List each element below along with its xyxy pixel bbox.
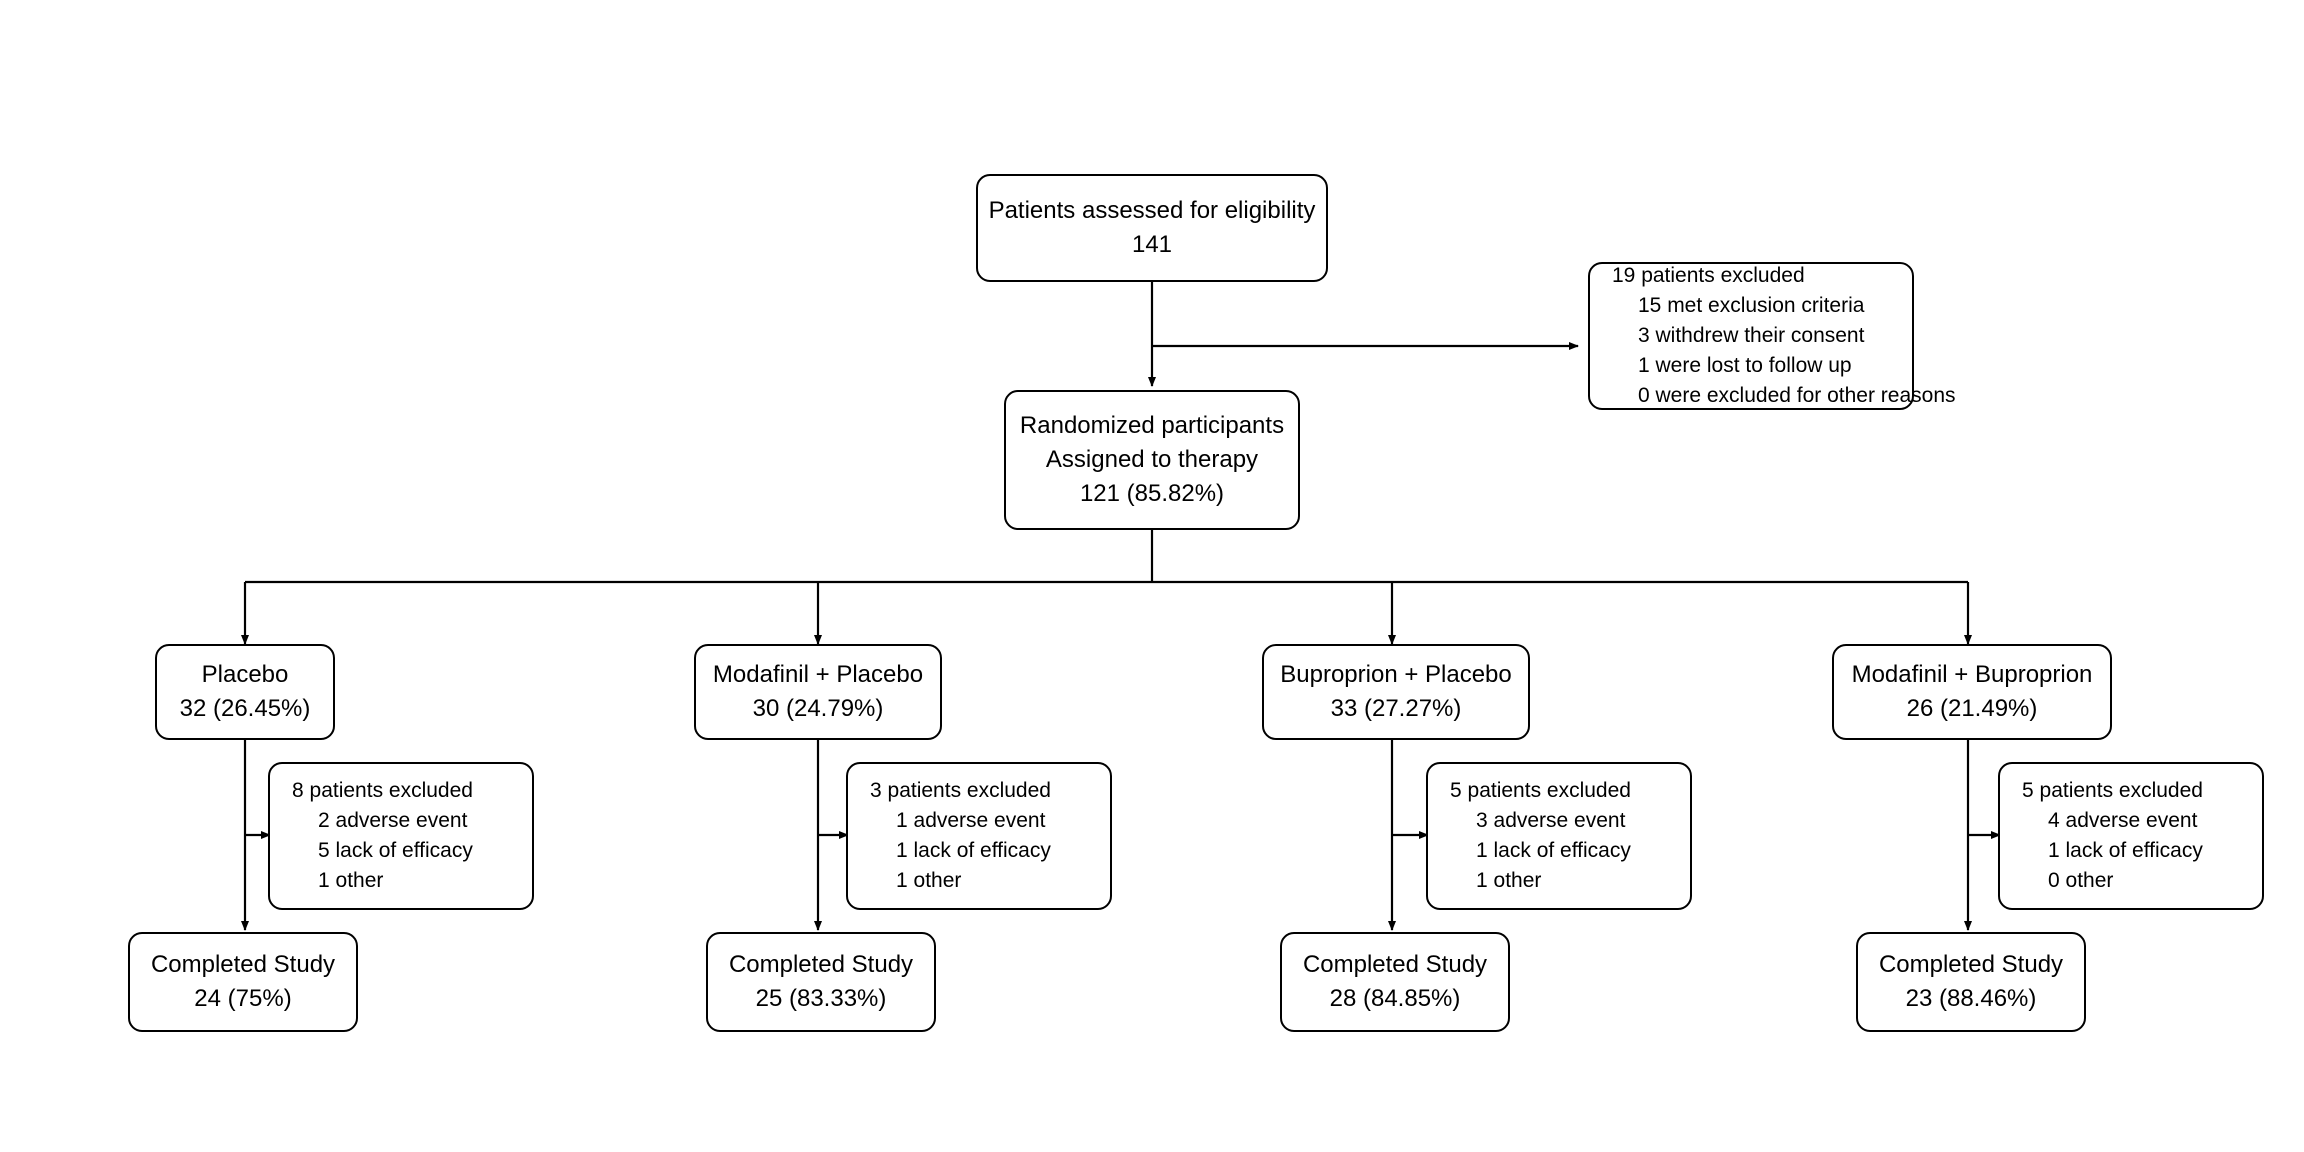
arm-2-excluded-header: 3 patients excluded [870,779,1051,803]
arm-2-excluded-reason-3: 1 other [896,868,962,892]
arm-4-excluded-reason-2: 1 lack of efficacy [2048,839,2203,862]
arm-4-completed-value: 23 (88.46%) [1905,985,2037,1012]
node-arm-2-completed[interactable]: Completed Study 25 (83.33%) [706,932,936,1032]
arm-4-name: Modafinil + Buproprion [1851,660,2093,688]
arm-2-name: Modafinil + Placebo [712,660,924,688]
node-patients-assessed[interactable]: Patients assessed for eligibility 141 [976,174,1328,282]
arm-4-excluded-reason-1: 4 adverse event [2048,809,2198,833]
arm-3-name: Buproprion + Placebo [1280,660,1512,688]
arm-1-excluded-reason-2: 5 lack of efficacy [318,839,473,862]
node-patients-assessed-value: 141 [1131,231,1173,258]
node-arm-4-completed[interactable]: Completed Study 23 (88.46%) [1856,932,2086,1032]
arm-1-completed-value: 24 (75%) [194,985,292,1012]
arm-4-excluded-header: 5 patients excluded [2022,779,2203,803]
node-randomized-participants[interactable]: Randomized participants Assigned to ther… [1004,390,1300,530]
node-arm-1-completed[interactable]: Completed Study 24 (75%) [128,932,358,1032]
arm-3-excluded-reason-1: 3 adverse event [1476,809,1626,833]
arm-3-excluded-header: 5 patients excluded [1450,779,1631,803]
screening-excluded-reason-3: 1 were lost to follow up [1638,353,1852,377]
arm-2-completed-label: Completed Study [728,950,914,978]
node-randomized-line-2: Assigned to therapy [1045,445,1259,473]
arm-1-excluded-reason-1: 2 adverse event [318,809,468,833]
arm-4-completed-label: Completed Study [1878,950,2064,978]
node-arm-3-allocation[interactable]: Buproprion + Placebo 33 (27.27%) [1262,644,1530,740]
arm-3-allocated: 33 (27.27%) [1330,695,1462,722]
node-arm-4-allocation[interactable]: Modafinil + Buproprion 26 (21.49%) [1832,644,2112,740]
node-arm-3-completed[interactable]: Completed Study 28 (84.85%) [1280,932,1510,1032]
arm-1-excluded-reason-3: 1 other [318,868,384,892]
arm-3-excluded-reason-2: 1 lack of efficacy [1476,839,1631,862]
arm-3-excluded-reason-3: 1 other [1476,868,1542,892]
node-arm-3-excluded[interactable]: 5 patients excluded 3 adverse event 1 la… [1426,762,1692,910]
arm-1-completed-label: Completed Study [150,950,336,978]
screening-excluded-header: 19 patients excluded [1612,264,1805,288]
node-arm-1-excluded[interactable]: 8 patients excluded 2 adverse event 5 la… [268,762,534,910]
node-patients-assessed-label: Patients assessed for eligibility [988,196,1316,224]
node-arm-2-allocation[interactable]: Modafinil + Placebo 30 (24.79%) [694,644,942,740]
node-randomized-line-1: Randomized participants [1019,411,1285,439]
screening-excluded-reason-4: 0 were excluded for other reasons [1638,383,1956,407]
arm-2-excluded-reason-1: 1 adverse event [896,809,1046,833]
arm-2-completed-value: 25 (83.33%) [755,985,887,1012]
arm-2-allocated: 30 (24.79%) [752,695,884,722]
arm-4-excluded-reason-3: 0 other [2048,868,2114,892]
node-arm-1-allocation[interactable]: Placebo 32 (26.45%) [155,644,335,740]
arm-2-excluded-reason-2: 1 lack of efficacy [896,839,1051,862]
arm-1-excluded-header: 8 patients excluded [292,779,473,803]
arm-4-allocated: 26 (21.49%) [1906,695,2038,722]
arm-3-completed-value: 28 (84.85%) [1329,985,1461,1012]
screening-excluded-reason-1: 15 met exclusion criteria [1638,294,1865,318]
node-arm-4-excluded[interactable]: 5 patients excluded 4 adverse event 1 la… [1998,762,2264,910]
node-randomized-value: 121 (85.82%) [1079,480,1225,508]
arm-3-completed-label: Completed Study [1302,950,1488,978]
arm-1-name: Placebo [201,660,289,688]
screening-excluded-reason-2: 3 withdrew their consent [1638,324,1865,348]
node-arm-2-excluded[interactable]: 3 patients excluded 1 adverse event 1 la… [846,762,1112,910]
arm-1-allocated: 32 (26.45%) [179,695,311,722]
node-screening-excluded[interactable]: 19 patients excluded 15 met exclusion cr… [1588,262,1956,410]
